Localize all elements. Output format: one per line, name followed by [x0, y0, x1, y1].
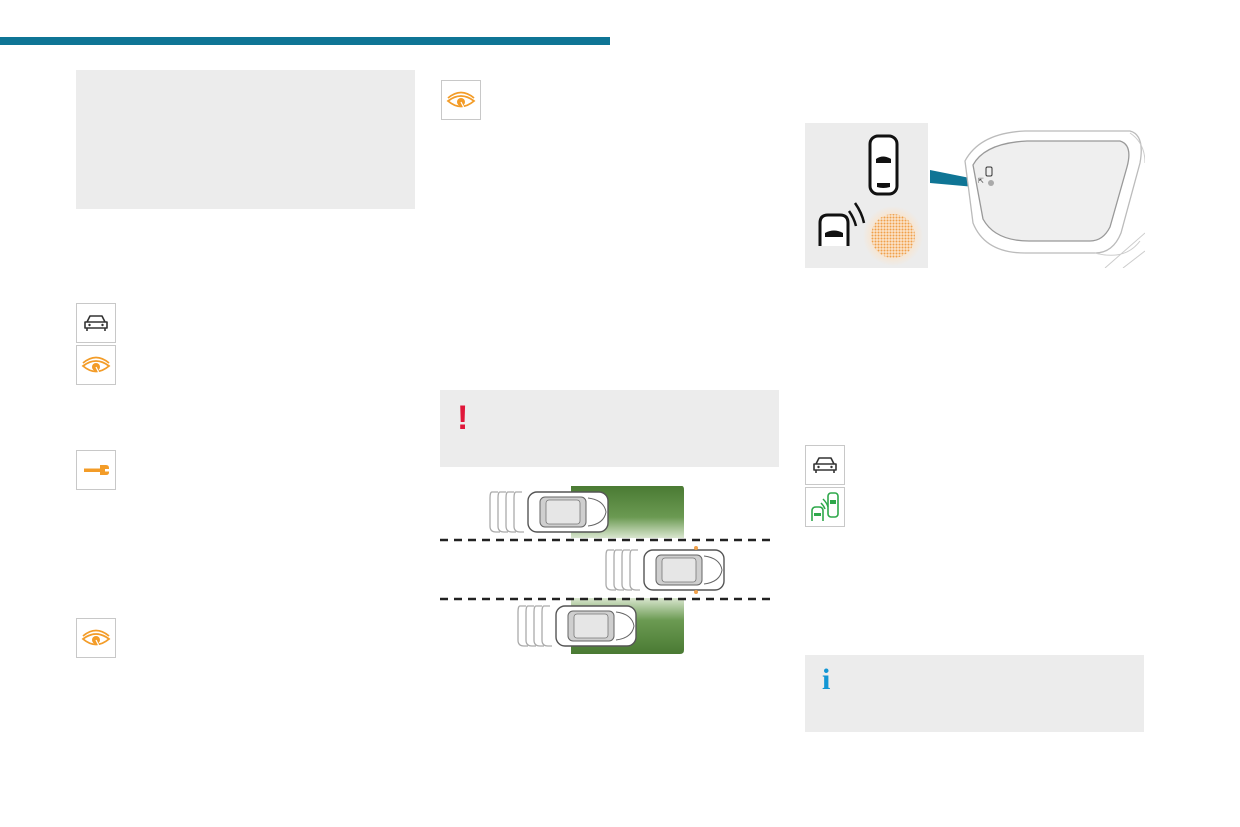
eye-warning-icon [76, 345, 116, 385]
info-callout: i [805, 655, 1144, 732]
car-outline-icon [805, 445, 845, 485]
info-icon: i [822, 663, 831, 696]
header-accent-bar [0, 37, 610, 45]
mirror-indicator-illustration: ⇱ [805, 123, 1145, 268]
car-outline-icon [76, 303, 116, 343]
blind-spot-active-icon [805, 487, 845, 527]
wrench-icon [76, 450, 116, 490]
eye-warning-icon [76, 618, 116, 658]
eye-warning-icon [441, 80, 481, 120]
blind-spot-zone-diagram [440, 480, 780, 660]
exclamation-icon: ! [457, 399, 469, 437]
warning-callout: ! [440, 390, 779, 467]
note-panel [76, 70, 415, 209]
mirror-symbol: ⇱ [978, 177, 984, 185]
